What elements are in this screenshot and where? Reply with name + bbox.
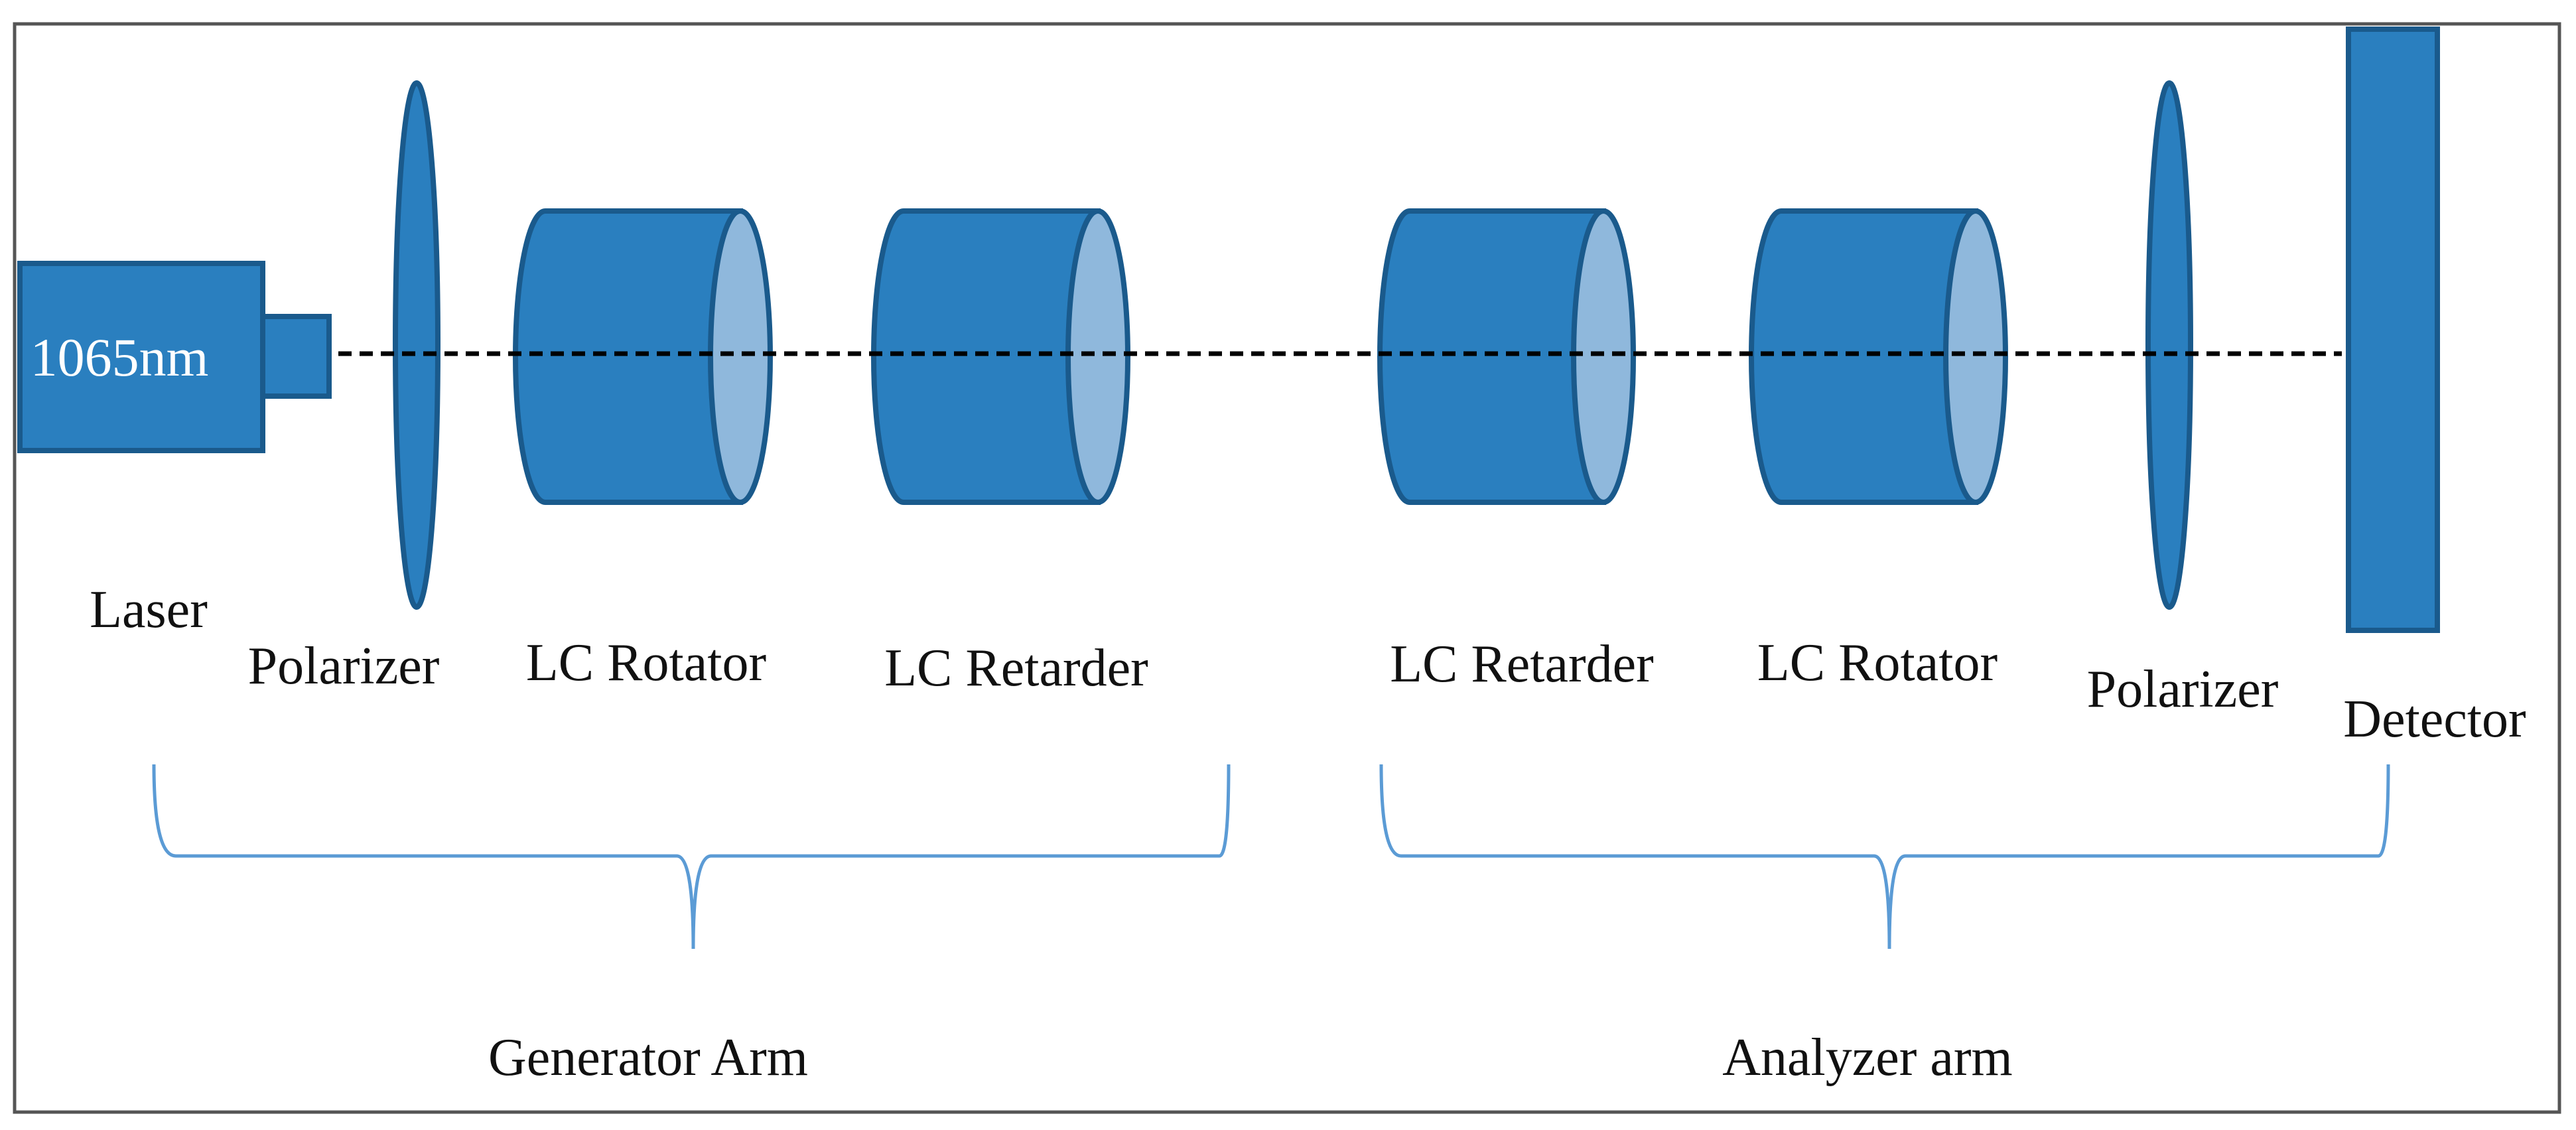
laser-body [17, 261, 265, 453]
lc-retarder-1-element [871, 208, 1130, 505]
polarizer-2-element [2145, 80, 2193, 610]
lc-retarder-1-body [871, 208, 1101, 505]
lc-retarder-1-label: LC Retarder [884, 639, 1148, 697]
detector-label: Detector [2343, 690, 2526, 748]
generator-arm-label: Generator Arm [488, 1028, 808, 1087]
lc-rotator-2-body [1749, 208, 1978, 505]
polarizer-1-element [393, 80, 441, 610]
lc-rotator-1-label: LC Rotator [526, 634, 766, 692]
lc-retarder-2-face [1571, 208, 1636, 505]
detector-element [2346, 27, 2440, 633]
lc-rotator-1-face [708, 208, 773, 505]
analyzer-arm-label: Analyzer arm [1722, 1028, 2013, 1087]
lc-retarder-1-face [1065, 208, 1130, 505]
lc-rotator-2-face [1943, 208, 2008, 505]
lc-rotator-2-label: LC Rotator [1757, 634, 1998, 692]
lc-rotator-1-body [513, 208, 743, 505]
lc-rotator-1-element [513, 208, 773, 505]
generator-arm-brace [152, 764, 1231, 950]
analyzer-arm-brace [1379, 764, 2390, 950]
polarizer-2-label: Polarizer [2087, 660, 2279, 719]
lc-rotator-2-element [1749, 208, 2008, 505]
laser-wavelength-label: 1065nm [31, 327, 209, 388]
lc-retarder-2-body [1377, 208, 1606, 505]
diagram-frame [13, 22, 2561, 1114]
laser-label: Laser [90, 581, 208, 639]
laser-source: 1065nm [17, 261, 332, 453]
polarizer-1-label: Polarizer [248, 637, 440, 695]
lc-retarder-2-label: LC Retarder [1390, 635, 1654, 693]
lc-retarder-2-element [1377, 208, 1636, 505]
laser-nozzle [260, 314, 332, 399]
